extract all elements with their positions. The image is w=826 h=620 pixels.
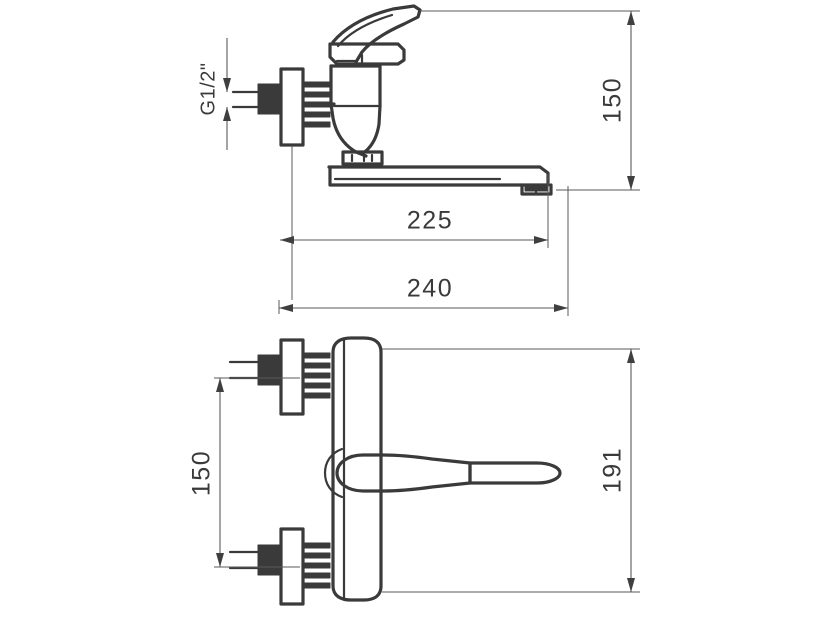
dimension-thread-label: G1/2" (197, 63, 219, 116)
mixer-body-side (329, 64, 384, 166)
dimension-191-plan-label: 191 (599, 447, 627, 493)
side-elevation-view: 150 G1/2" 225 240 (197, 4, 640, 316)
thread-rings-plan-lower (303, 542, 331, 589)
thread-rings-plan-upper (303, 352, 331, 399)
top-plan-view: 150 191 (188, 336, 640, 606)
dimension-150-plan-label: 150 (188, 450, 216, 496)
mixer-body-plan (331, 336, 383, 602)
dimension-thread-g12: G1/2" (197, 38, 231, 150)
wall-escutcheon-plan-lower (228, 527, 331, 606)
extension-lines-side (420, 10, 640, 316)
dimension-150-side: 150 (599, 11, 635, 190)
wall-escutcheon-side (231, 67, 331, 300)
wall-escutcheon-plan-upper (228, 338, 331, 416)
dimension-225-label: 225 (407, 207, 453, 235)
lever-handle-side (328, 4, 422, 66)
dimension-225: 225 (280, 207, 548, 244)
extension-lines-plan (214, 348, 640, 593)
spout-tube-side (327, 165, 553, 196)
lever-handle-plan (323, 447, 562, 499)
dimension-150-plan: 150 (188, 378, 224, 567)
dimension-150-side-label: 150 (599, 77, 627, 123)
dimension-240-label: 240 (407, 275, 453, 303)
thread-rings-side (303, 81, 331, 128)
dimension-240: 240 (278, 275, 568, 314)
dimension-191-plan: 191 (599, 349, 635, 592)
